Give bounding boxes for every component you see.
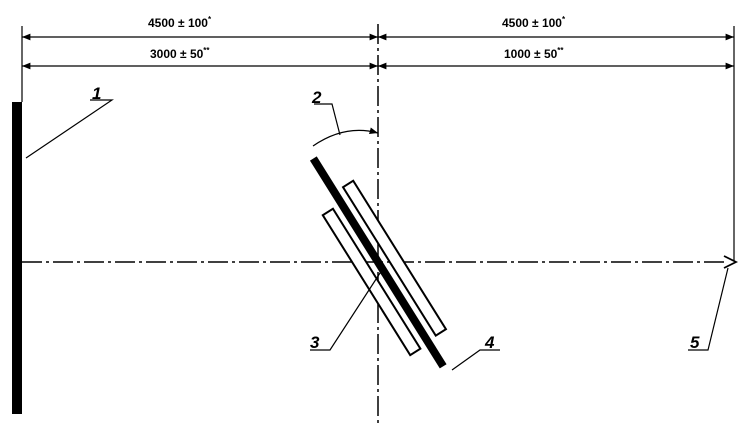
dimension-label-top-left: 4500 ± 100* xyxy=(148,15,212,30)
observation-point-marker xyxy=(723,255,739,269)
dimension-label-lower-right: 1000 ± 50** xyxy=(504,46,564,61)
leader-line-1 xyxy=(25,99,114,159)
tilted-main-panel xyxy=(309,156,447,369)
dimension-label-lower-left: 3000 ± 50** xyxy=(150,46,210,61)
callout-3: 3 xyxy=(310,333,320,352)
angle-arc xyxy=(312,127,379,147)
dimension-label-top-right: 4500 ± 100* xyxy=(502,15,566,30)
leader-line-4 xyxy=(451,349,500,371)
tilted-side-plate-right xyxy=(341,179,448,337)
callout-4: 4 xyxy=(484,333,495,352)
left-wall-panel xyxy=(12,102,22,414)
callout-2: 2 xyxy=(311,88,322,107)
leader-line-2 xyxy=(314,103,341,136)
callout-1: 1 xyxy=(92,84,101,103)
tilted-specimen-assembly xyxy=(309,156,448,369)
leader-line-3 xyxy=(310,269,383,351)
callout-5: 5 xyxy=(690,333,700,352)
leader-line-5 xyxy=(688,267,729,351)
